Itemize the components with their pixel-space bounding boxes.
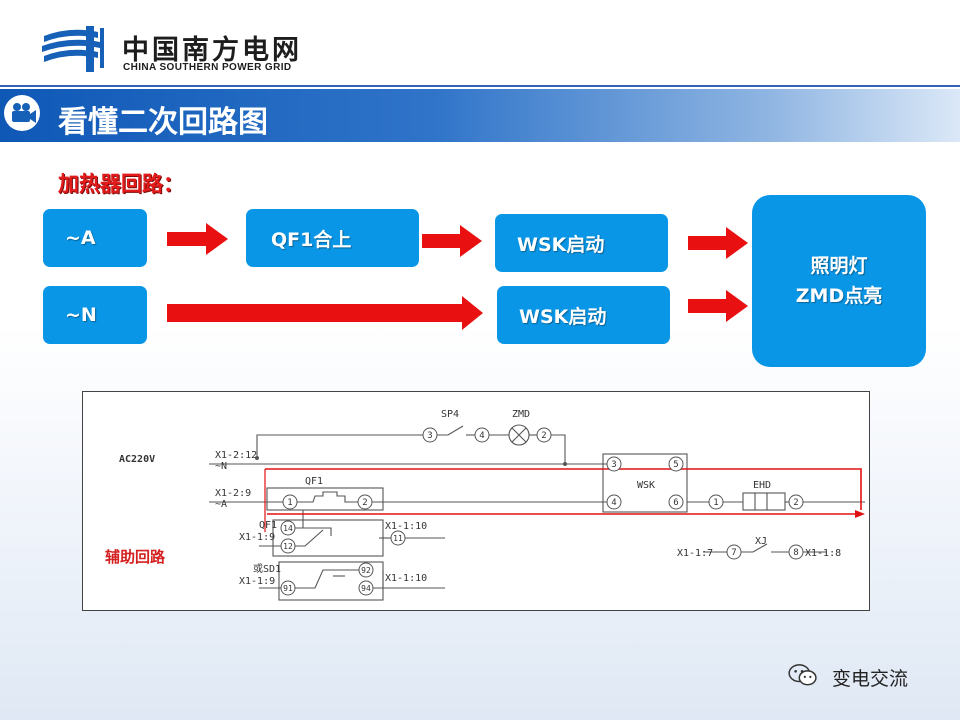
relay-out: X1-1:8: [805, 548, 841, 559]
supply-label: AC220V: [119, 454, 155, 465]
aux-circuit-label: 辅助回路: [105, 548, 166, 566]
flow-box-wsk-1: WSK启动: [495, 214, 668, 272]
flow-result-label: 照明灯 ZMD点亮: [795, 255, 883, 307]
sd-node-94: 94: [361, 584, 371, 593]
flow-box-wsk-1-label: WSK启动: [517, 233, 605, 256]
node-2-lamp: 2: [541, 431, 546, 441]
flow-box-a-label: ~A: [65, 227, 96, 249]
rail-n-label: ~N: [215, 461, 227, 472]
circuit-heading: 加热器回路：: [58, 172, 184, 196]
grid-logo-icon: [42, 26, 104, 72]
flow-box-qf1-label: QF1合上: [271, 228, 352, 251]
flow-result-box: 照明灯 ZMD点亮: [752, 195, 926, 367]
qf1-aux-out: X1-1:10: [385, 521, 427, 532]
wechat-icon: [788, 664, 817, 686]
flow-box-wsk-2-label: WSK启动: [519, 305, 607, 328]
lamp-label: ZMD: [512, 409, 530, 420]
aux-node-14: 14: [283, 524, 293, 533]
current-loop-n: [265, 468, 862, 510]
wsk-node-5: 5: [673, 460, 678, 470]
xj-node-7: 7: [731, 548, 736, 558]
schematic-frame: AC220V X1-2:12 ~N X1-2:9 ~A QF1 SP4 ZMD …: [82, 391, 870, 611]
sd1-terminal: X1-1:9: [239, 576, 275, 587]
node-3-lamp: 3: [427, 431, 432, 441]
rail-a-label: ~A: [215, 499, 227, 510]
aux-node-11: 11: [393, 534, 403, 543]
flow-box-n-label: ~N: [65, 304, 97, 326]
watermark-text: 变电交流: [832, 668, 909, 690]
header: 中国南方电网 CHINA SOUTHERN POWER GRID: [0, 0, 960, 86]
sd-node-91: 91: [283, 584, 293, 593]
arrow-n-to-wsk: [167, 296, 483, 330]
relay-label: XJ: [755, 536, 767, 547]
heater-label: EHD: [753, 480, 771, 491]
sd-node-92: 92: [361, 566, 371, 575]
header-divider: [0, 85, 960, 87]
logo-chinese-text: 中国南方电网: [122, 35, 302, 66]
wsk-node-6: 6: [673, 498, 678, 508]
wsk-node-3: 3: [611, 460, 616, 470]
xj-node-8: 8: [793, 548, 798, 558]
switch-label: SP4: [441, 409, 459, 420]
qf1-aux-terminal: X1-1:9: [239, 532, 275, 543]
arrow-wsk-to-result-1: [688, 227, 748, 259]
node-1-qf1: 1: [287, 498, 292, 508]
rail-n-terminal: X1-2:12: [215, 450, 257, 461]
node-2-qf1: 2: [362, 498, 367, 508]
aux-node-12: 12: [283, 542, 293, 551]
qf1-aux-label: QF1: [259, 520, 277, 531]
page-title: 看懂二次回路图: [58, 105, 268, 140]
ehd-node-1: 1: [713, 498, 718, 508]
node-4-lamp: 4: [479, 431, 484, 441]
wsk-node-4: 4: [611, 498, 616, 508]
breaker-label: QF1: [305, 476, 323, 487]
schematic-drawing: AC220V X1-2:12 ~N X1-2:9 ~A QF1 SP4 ZMD …: [105, 409, 865, 601]
title-icon-badge: [4, 95, 40, 131]
flow-box-wsk-2: WSK启动: [497, 286, 670, 344]
video-camera-icon: [12, 103, 36, 123]
sd1-label: 或SD1: [253, 563, 281, 575]
relay-in: X1-1:7: [677, 548, 713, 559]
controller-label: WSK: [637, 480, 655, 491]
arrow-wsk-to-result-2: [688, 290, 748, 322]
flow-box-n: ~N: [43, 286, 147, 344]
flow-box-qf1: QF1合上: [246, 209, 419, 267]
rail-a-terminal: X1-2:9: [215, 488, 251, 499]
title-bar: 看懂二次回路图: [0, 89, 960, 142]
sd1-out: X1-1:10: [385, 573, 427, 584]
flow-box-a: ~A: [43, 209, 147, 267]
arrow-a-to-qf1: [167, 223, 228, 255]
logo-english-text: CHINA SOUTHERN POWER GRID: [123, 62, 292, 73]
arrow-qf1-to-wsk: [422, 225, 482, 257]
ehd-node-2: 2: [793, 498, 798, 508]
